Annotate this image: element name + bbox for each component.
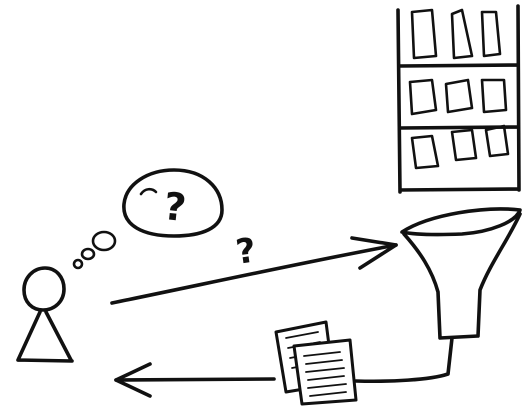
shelf-book <box>452 10 472 58</box>
shelf-book <box>446 80 472 112</box>
document-shelf <box>398 6 519 192</box>
thought-dot-large <box>93 232 115 250</box>
person-body <box>18 312 72 361</box>
person-figure <box>18 268 72 361</box>
thought-dot-medium <box>82 249 94 259</box>
funnel-rim <box>402 209 520 235</box>
document-stack <box>276 322 356 404</box>
shelf-book <box>412 10 436 58</box>
shelf-book <box>412 136 438 168</box>
result-arrow-line <box>116 379 274 380</box>
thought-bubble: ? <box>74 170 222 268</box>
thought-question-mark: ? <box>162 184 189 230</box>
thought-dot-small <box>74 260 82 268</box>
shelf-book <box>486 126 508 156</box>
person-head <box>24 268 64 310</box>
shelf-book <box>482 12 500 56</box>
shelf-book <box>482 80 506 112</box>
floating-question-mark: ? <box>233 230 258 272</box>
output-pipe <box>356 338 452 381</box>
shelf-book <box>410 80 436 114</box>
thought-squiggle <box>141 189 156 194</box>
funnel <box>402 209 520 338</box>
shelf-book <box>452 130 476 160</box>
result-arrow <box>116 364 274 396</box>
